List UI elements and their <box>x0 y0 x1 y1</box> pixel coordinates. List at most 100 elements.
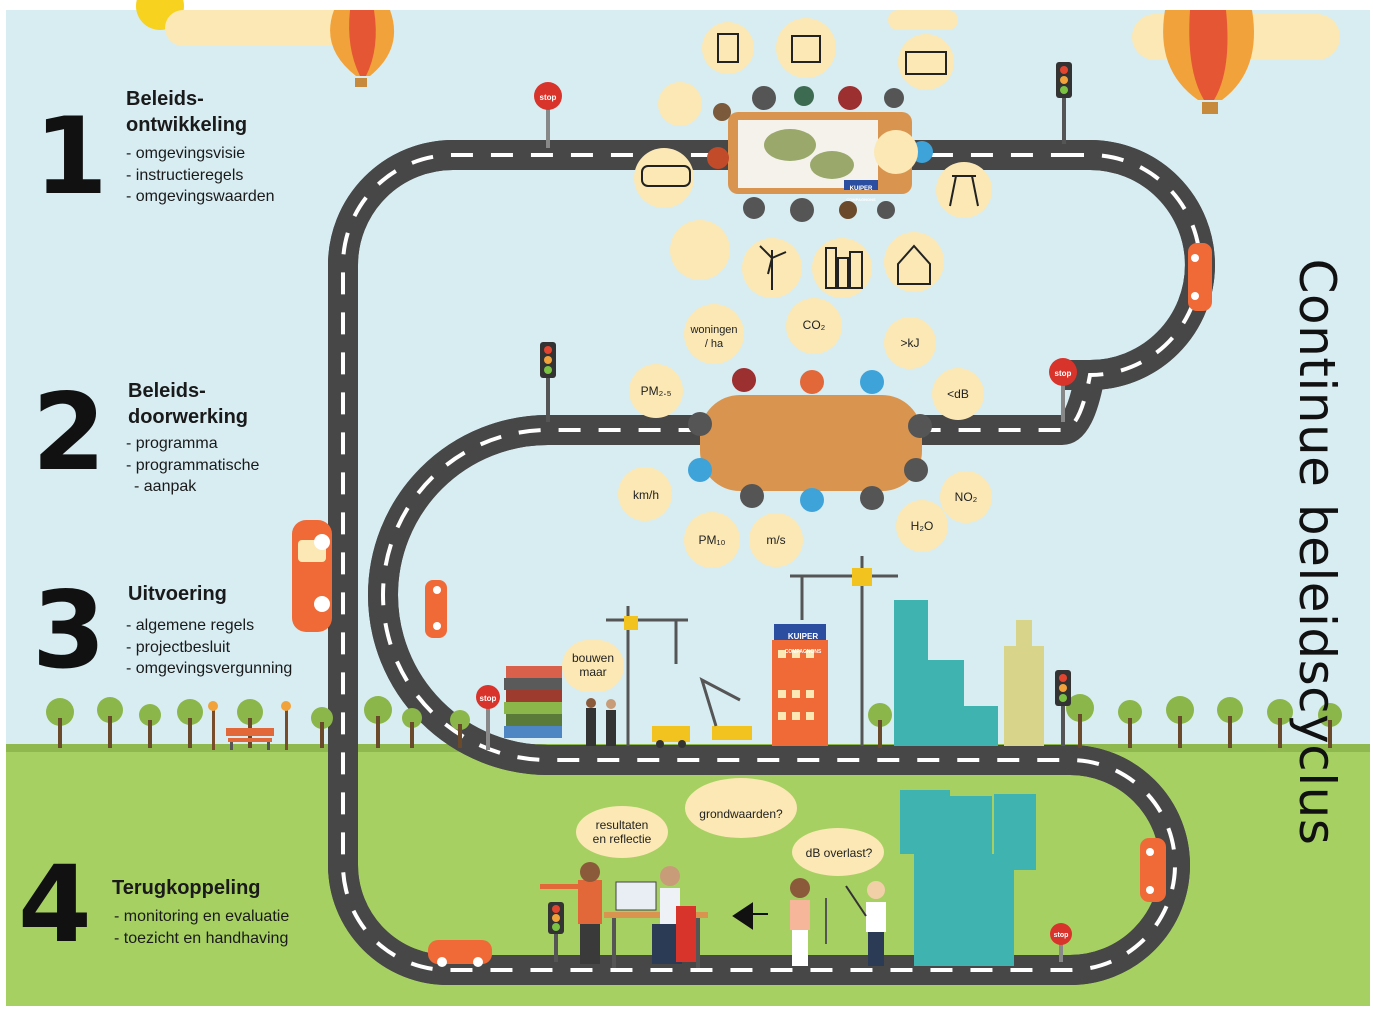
excavator-icon <box>699 676 752 740</box>
stage-3-title-line1: Uitvoering <box>128 583 227 605</box>
office-worker-pointing-icon <box>540 862 602 964</box>
desk-with-laptop-icon <box>604 881 708 968</box>
car-icon <box>428 940 492 967</box>
car-icon <box>292 520 332 632</box>
brand-name: KUIPER <box>849 186 873 192</box>
stage-2-title: Beleids- doorwerking <box>128 378 248 430</box>
stage2-bubbles <box>618 298 992 568</box>
brand-name: KUIPER <box>787 632 819 641</box>
hot-air-balloon-icon <box>1163 10 1254 114</box>
stop-sign-label: stop <box>539 93 557 102</box>
bubble-co2: CO₂ <box>802 318 826 332</box>
book-stack-icon <box>504 666 562 738</box>
bubble-kmh: km/h <box>632 488 659 502</box>
hot-air-balloon-icon <box>330 10 395 87</box>
office-building-icon <box>772 624 828 746</box>
stage-4-item: monitoring en evaluatie <box>114 906 289 928</box>
stop-sign-icon <box>1049 358 1077 422</box>
stop-sign-icon <box>534 82 562 148</box>
stop-sign-label: stop <box>1053 932 1069 939</box>
construction-bubble: bouwen maar <box>571 651 615 679</box>
cloud-icon <box>165 10 355 46</box>
bubble-db: <dB <box>947 387 969 401</box>
stage-2-item: programma <box>126 433 259 455</box>
car-outline-icon <box>634 148 694 208</box>
stage1-meeting-table <box>728 112 912 194</box>
stage-3-item: omgevingsvergunning <box>126 658 293 680</box>
stage-4-number: 4 <box>18 843 92 966</box>
brand-sub: COMPAGNONS <box>846 197 876 202</box>
cycle-title: Continue beleidscyclus <box>1280 218 1354 886</box>
document-icon <box>702 22 754 74</box>
stage-4-title-line1: Terugkoppeling <box>112 877 261 899</box>
stage-1-item: omgevingswaarden <box>126 186 275 208</box>
stage-3-title: Uitvoering <box>128 581 227 607</box>
traffic-light-icon <box>1055 670 1071 746</box>
stage1-icon-glyphs <box>641 33 979 290</box>
stage-2-title-line1: Beleids- <box>128 380 206 402</box>
bubble-no2: NO₂ <box>954 490 978 504</box>
cloud-resultaten: resultaten en reflectie <box>592 818 652 846</box>
stage-2-item: programmatische <box>126 455 260 477</box>
money-icon <box>898 34 954 90</box>
stage-2-items: programma programmatische aanpak <box>126 433 260 498</box>
stage-2-number: 2 <box>32 371 106 494</box>
stage4-clouds <box>576 778 884 876</box>
cloud-overlast: dB overlast? <box>805 846 873 860</box>
teal-buildings-icon <box>900 790 1036 966</box>
car-icon <box>1188 243 1212 311</box>
stage-2-item: aanpak <box>126 476 259 498</box>
traffic-light-icon <box>540 342 556 422</box>
traffic-light-icon <box>1056 62 1072 144</box>
street-lamp-icon <box>208 701 291 750</box>
brand-sub: COMPAGNONS <box>784 649 822 655</box>
building-icon <box>776 18 836 78</box>
cloud-grondwaarden: grondwaarden? <box>699 807 783 821</box>
park-bench-icon <box>226 728 274 750</box>
businesspeople-icon <box>586 698 616 746</box>
bubble-kj: >kJ <box>900 336 920 350</box>
stage-1-item: omgevingsvisie <box>126 143 275 165</box>
construction-bubble-shape <box>562 640 624 692</box>
stop-sign-icon <box>1050 923 1072 962</box>
stage-3-item: algemene regels <box>126 615 292 637</box>
stage-3-number: 3 <box>32 569 106 692</box>
traffic-light-icon <box>548 902 564 962</box>
stage-1-number: 1 <box>34 95 108 218</box>
swing-icon <box>936 162 992 218</box>
bubble-pm25: PM₂.₅ <box>640 384 672 398</box>
stage-3-item: projectbesluit <box>126 637 292 659</box>
crane-icon <box>606 556 898 746</box>
seated-worker-icon <box>652 866 696 964</box>
stage-3-items: algemene regels projectbesluit omgevings… <box>126 615 293 680</box>
crane-cabin-icon <box>852 568 872 586</box>
arrow-left-icon <box>732 902 768 930</box>
tree-row <box>46 694 1342 748</box>
stage-1-title-line2: ontwikkeling <box>126 114 248 136</box>
stage-1-title: Beleids- ontwikkeling <box>126 86 247 138</box>
cloud-icon <box>888 10 958 30</box>
stage-1-title-line1: Beleids- <box>126 88 204 110</box>
stop-sign-icon <box>476 685 500 750</box>
stage-4-title: Terugkoppeling <box>112 875 261 901</box>
car-icon <box>1140 838 1166 902</box>
walkers-icon <box>670 220 730 280</box>
crane-cabin-icon <box>624 616 638 630</box>
brand-label-table: KUIPER COMPAGNONS <box>846 180 876 208</box>
stop-sign-label: stop <box>1054 369 1072 378</box>
report-icon <box>874 130 918 174</box>
stage-4-items: monitoring en evaluatie toezicht en hand… <box>114 906 289 949</box>
bubble-ms: m/s <box>766 533 786 547</box>
hiker-icon <box>658 82 702 126</box>
stage-4-item: toezicht en handhaving <box>114 928 289 950</box>
dump-truck-icon <box>652 726 690 748</box>
stage-2-title-line2: doorwerking <box>128 406 249 428</box>
stop-sign-label: stop <box>479 694 497 703</box>
car-icon <box>425 580 447 638</box>
bubble-pm10: PM₁₀ <box>698 533 726 547</box>
glass-tower-icon <box>894 600 1044 746</box>
bubble-h2o: H₂O <box>910 519 934 533</box>
field-researchers-icon <box>790 878 886 966</box>
